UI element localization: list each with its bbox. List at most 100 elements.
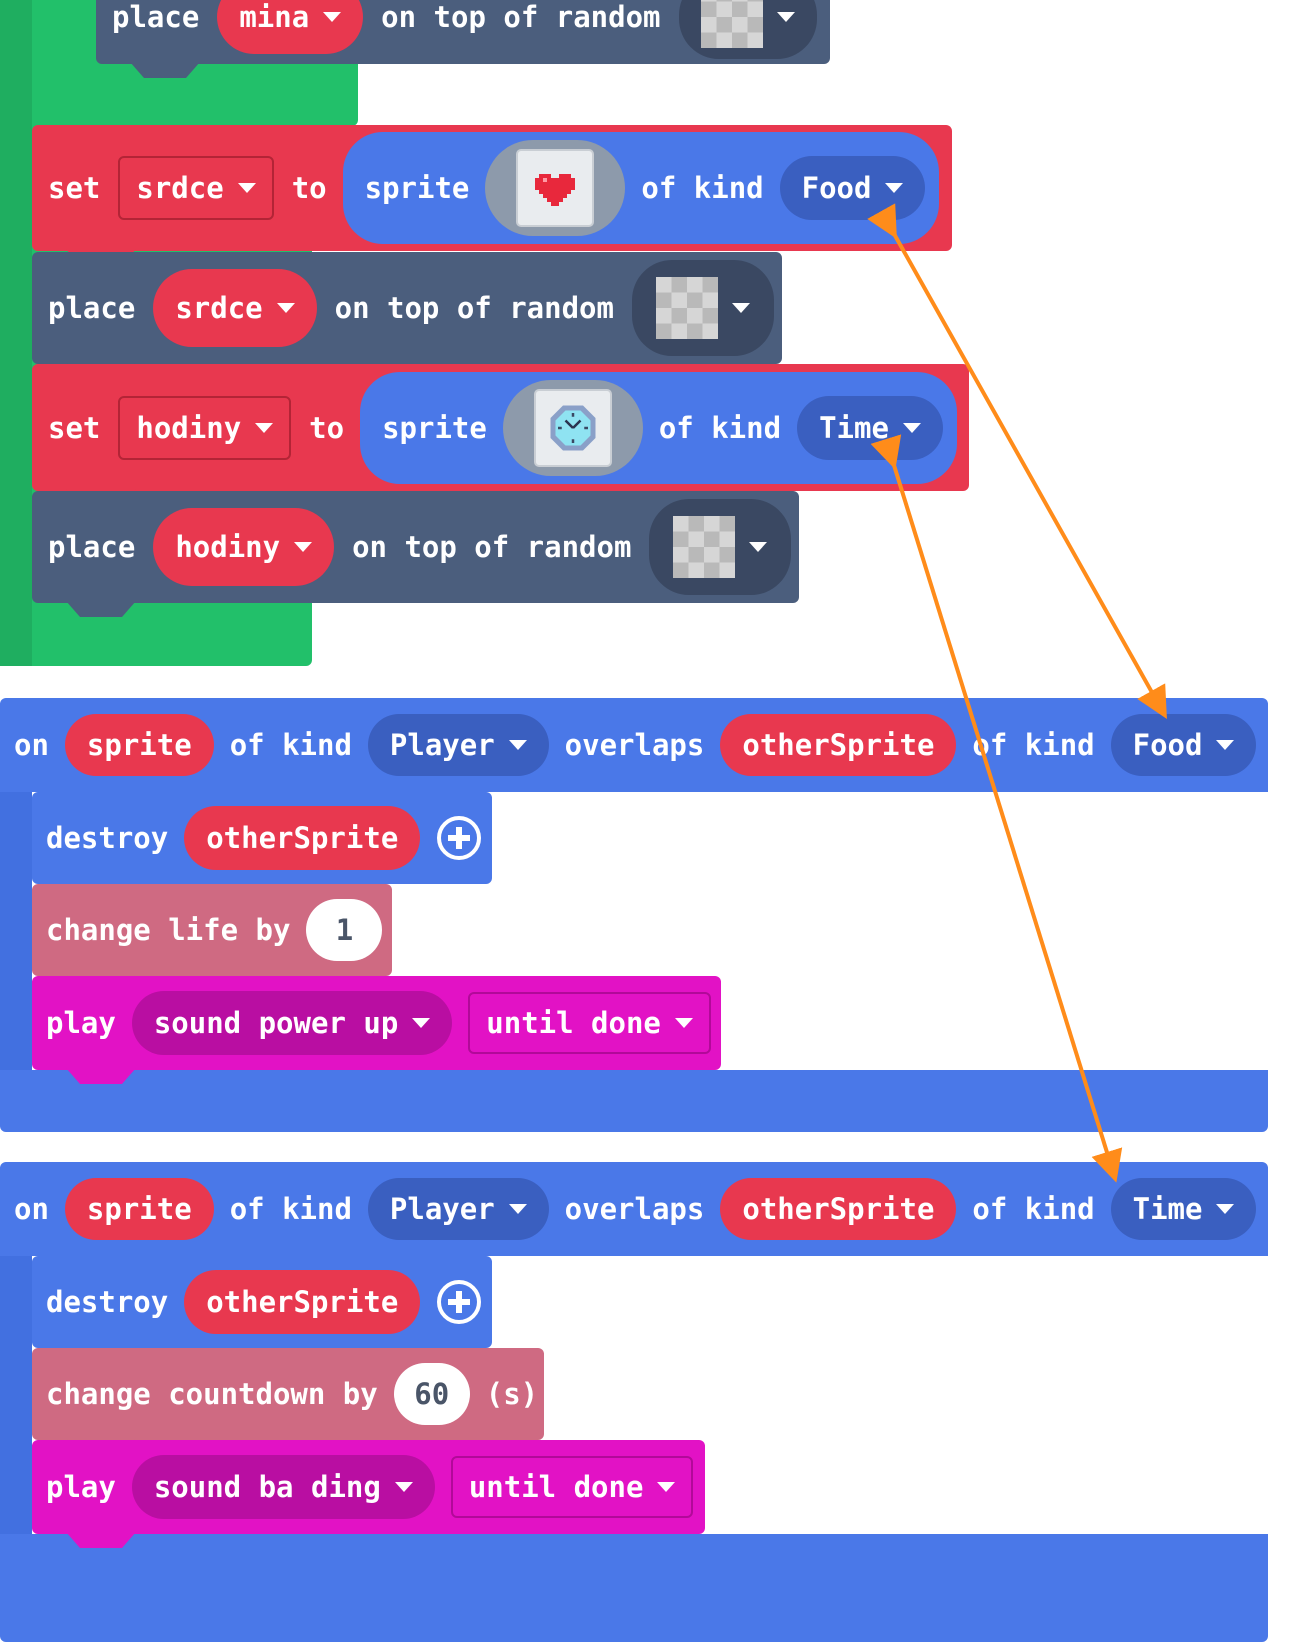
change-life-label: change life by	[46, 913, 291, 947]
tile-dropdown[interactable]	[649, 499, 792, 595]
kind-dropdown-time[interactable]: Time	[1110, 1178, 1257, 1240]
to-keyword: to	[309, 410, 345, 445]
change-countdown-block[interactable]: change countdown by 60 (s)	[32, 1348, 544, 1454]
number-value: 1	[335, 913, 354, 947]
chevron-down-icon	[885, 183, 904, 193]
on-top-of-random-label: on top of random	[381, 0, 661, 34]
event-header[interactable]: on sprite of kind Player overlaps otherS…	[0, 1162, 1268, 1256]
place-hodiny-block[interactable]: place hodiny on top of random	[32, 491, 799, 617]
transparent-tile-icon	[700, 0, 763, 48]
sprite-variable[interactable]: sprite	[64, 1178, 214, 1240]
chevron-down-icon	[657, 1482, 676, 1492]
number-value: 60	[414, 1377, 450, 1411]
variable-label: srdce	[175, 291, 263, 325]
kind-label: Player	[389, 1192, 495, 1226]
variable-dropdown-srdce[interactable]: srdce	[153, 269, 317, 347]
play-keyword: play	[46, 1006, 116, 1040]
add-circle-icon[interactable]	[436, 1279, 482, 1325]
of-kind-label: of kind	[229, 728, 352, 762]
image-picker[interactable]	[485, 140, 626, 236]
chevron-down-icon	[237, 183, 256, 193]
loop-top-arm	[32, 64, 358, 126]
other-sprite-variable[interactable]: otherSprite	[184, 806, 421, 870]
image-thumbnail	[516, 149, 595, 227]
destroy-block[interactable]: destroy otherSprite	[32, 1256, 492, 1362]
block-notch	[66, 601, 136, 617]
chevron-down-icon	[508, 740, 527, 750]
image-picker[interactable]	[502, 379, 643, 476]
kind-label: Player	[389, 728, 495, 762]
variable-label: hodiny	[175, 530, 281, 564]
event-inner-rail	[0, 792, 32, 1070]
variable-label: srdce	[136, 171, 224, 205]
until-done-dropdown[interactable]: until done	[450, 1456, 694, 1518]
of-kind-label: of kind	[972, 1192, 1095, 1226]
chevron-down-icon	[255, 422, 274, 433]
place-keyword: place	[48, 530, 136, 564]
chevron-down-icon	[323, 12, 342, 22]
kind-dropdown-player[interactable]: Player	[367, 1178, 549, 1240]
sound-dropdown[interactable]: sound power up	[131, 991, 453, 1055]
tile-dropdown[interactable]	[678, 0, 817, 59]
play-sound-block[interactable]: play sound ba ding until done	[32, 1440, 705, 1548]
chevron-down-icon	[749, 542, 768, 552]
overlaps-keyword: overlaps	[564, 1192, 705, 1226]
image-thumbnail	[533, 388, 612, 467]
variable-dropdown-hodiny[interactable]: hodiny	[118, 395, 292, 460]
variable-dropdown-mina[interactable]: mina	[217, 0, 364, 54]
sprite-keyword: sprite	[364, 171, 470, 205]
transparent-tile-icon	[673, 516, 736, 578]
heart-icon	[535, 174, 576, 206]
destroy-block[interactable]: destroy otherSprite	[32, 792, 492, 898]
destroy-keyword: destroy	[46, 1285, 169, 1319]
transparent-tile-icon	[655, 277, 718, 339]
variable-dropdown-srdce[interactable]: srdce	[118, 156, 274, 220]
tile-dropdown[interactable]	[631, 260, 774, 356]
of-kind-label: of kind	[229, 1192, 352, 1226]
chevron-down-icon	[674, 1018, 693, 1028]
set-keyword: set	[48, 410, 101, 445]
sprite-label: sprite	[86, 728, 192, 762]
other-sprite-label: otherSprite	[206, 1285, 399, 1319]
chevron-down-icon	[1216, 1204, 1235, 1214]
other-sprite-label: otherSprite	[742, 1192, 935, 1226]
to-keyword: to	[291, 171, 327, 205]
on-top-of-random-label: on top of random	[334, 291, 614, 325]
block-notch	[66, 1532, 136, 1548]
chevron-down-icon	[508, 1204, 527, 1214]
kind-dropdown-player[interactable]: Player	[367, 714, 549, 776]
chevron-down-icon	[731, 303, 750, 313]
add-circle-icon[interactable]	[436, 815, 482, 861]
of-kind-label: of kind	[641, 171, 764, 205]
arrow-food-link	[867, 203, 1167, 719]
place-keyword: place	[112, 0, 200, 34]
clock-icon	[550, 405, 596, 450]
place-mina-block[interactable]: place mina on top of random	[96, 0, 830, 78]
number-input[interactable]: 1	[306, 899, 383, 961]
kind-label: Food	[1132, 728, 1203, 762]
seconds-unit-label: (s)	[485, 1377, 539, 1411]
destroy-keyword: destroy	[46, 821, 169, 855]
number-input[interactable]: 60	[393, 1363, 470, 1425]
chevron-down-icon	[1216, 740, 1235, 750]
on-keyword: on	[14, 728, 49, 762]
kind-dropdown-food[interactable]: Food	[1110, 714, 1257, 776]
overlaps-keyword: overlaps	[564, 728, 705, 762]
play-sound-block[interactable]: play sound power up until done	[32, 976, 721, 1084]
kind-label: Time	[1132, 1192, 1203, 1226]
variable-label: mina	[239, 0, 310, 34]
sprite-variable[interactable]: sprite	[64, 714, 214, 776]
sound-label: sound power up	[153, 1006, 399, 1040]
other-sprite-variable[interactable]: otherSprite	[184, 1270, 421, 1334]
chevron-down-icon	[276, 303, 295, 313]
play-keyword: play	[46, 1470, 116, 1504]
other-sprite-variable[interactable]: otherSprite	[720, 1178, 957, 1240]
variable-dropdown-hodiny[interactable]: hodiny	[153, 508, 335, 586]
until-done-dropdown[interactable]: until done	[468, 992, 711, 1054]
place-srdce-block[interactable]: place srdce on top of random	[32, 252, 782, 378]
block-notch	[66, 1068, 136, 1084]
sound-dropdown[interactable]: sound ba ding	[131, 1455, 435, 1519]
on-keyword: on	[14, 1192, 49, 1226]
sprite-label: sprite	[86, 1192, 192, 1226]
loop-inner-bar	[0, 0, 32, 666]
